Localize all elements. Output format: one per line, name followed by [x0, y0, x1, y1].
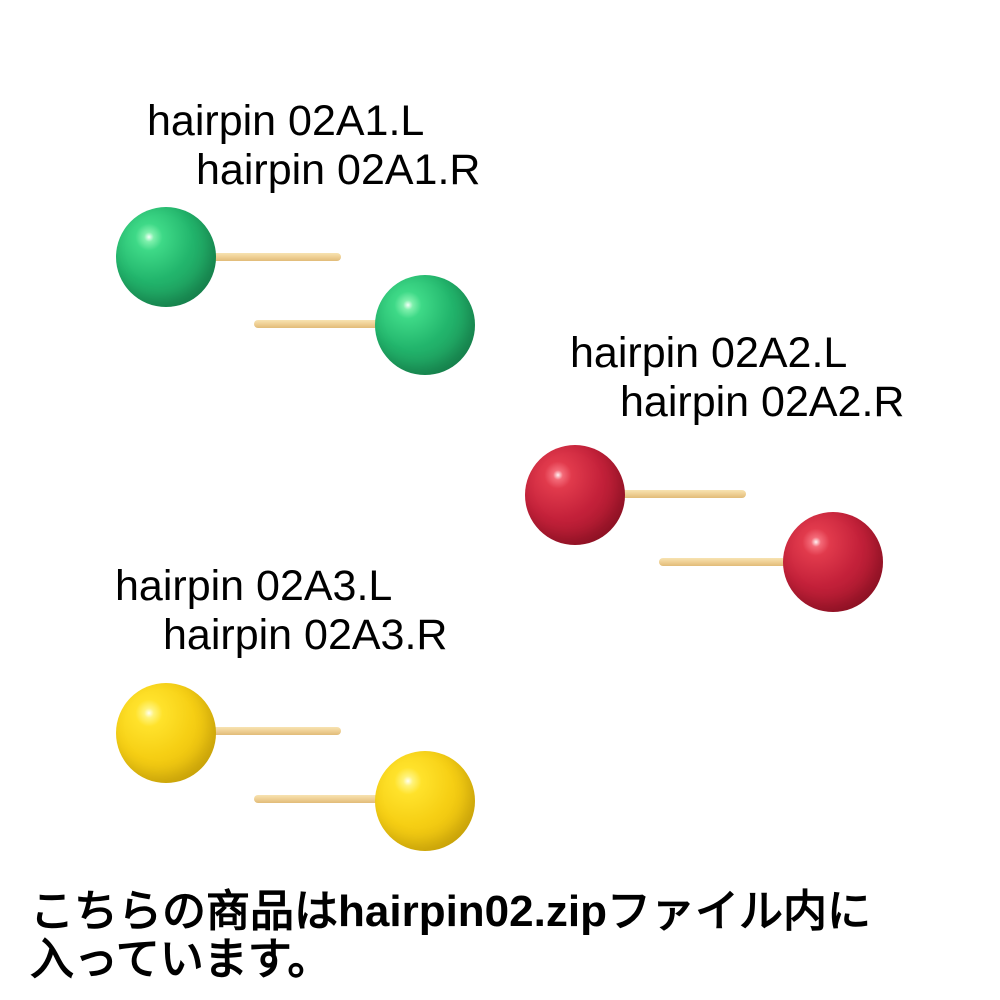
hairpin-ball-02A2-L — [525, 445, 625, 545]
label-02A1-R: hairpin 02A1.R — [196, 146, 481, 194]
hairpin-pin-02A1-R — [254, 320, 390, 328]
hairpin-pin-02A1-L — [205, 253, 341, 261]
label-02A3-L: hairpin 02A3.L — [115, 562, 393, 610]
hairpin-ball-02A2-R — [783, 512, 883, 612]
label-02A3-R: hairpin 02A3.R — [163, 611, 448, 659]
footer-caption-line2: 入っています。 — [30, 935, 332, 984]
hairpin-ball-02A1-L — [116, 207, 216, 307]
hairpin-pin-02A3-R — [254, 795, 390, 803]
hairpin-ball-02A3-R — [375, 751, 475, 851]
label-02A2-R: hairpin 02A2.R — [620, 378, 905, 426]
hairpin-ball-02A3-L — [116, 683, 216, 783]
hairpin-pin-02A3-L — [205, 727, 341, 735]
label-02A1-L: hairpin 02A1.L — [147, 97, 425, 145]
hairpin-pin-02A2-L — [615, 490, 746, 498]
hairpin-pin-02A2-R — [659, 558, 795, 566]
hairpin-ball-02A1-R — [375, 275, 475, 375]
footer-caption-line1: こちらの商品はhairpin02.zipファイル内に — [30, 887, 871, 936]
label-02A2-L: hairpin 02A2.L — [570, 329, 848, 377]
